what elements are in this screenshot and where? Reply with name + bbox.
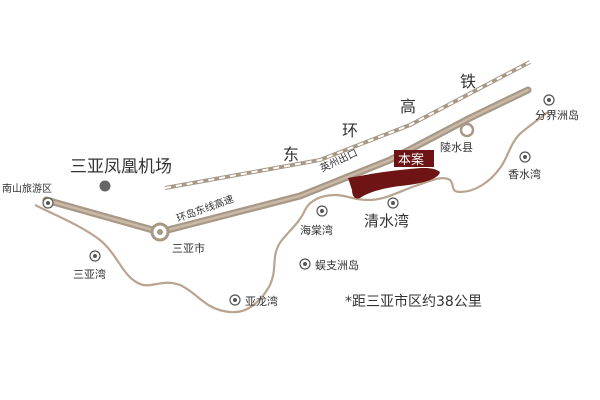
sanya-city-label: 三亚市: [172, 241, 205, 255]
railway-char-1: 东: [283, 145, 299, 164]
project-label: 本案: [398, 153, 424, 168]
yalong-bay-marker: [229, 294, 241, 306]
airport-marker: [99, 180, 111, 192]
highway-inner: [44, 88, 530, 234]
lingshui-label: 陵水县: [440, 141, 473, 154]
sanya-bay-label: 三亚湾: [73, 267, 106, 281]
xiangshui-bay-label: 香水湾: [508, 167, 541, 181]
xiangshui-bay-marker: [519, 151, 531, 163]
coastline: [34, 111, 549, 314]
project-area: [348, 168, 440, 199]
distance-note: *距三亚市区约38公里: [345, 293, 482, 310]
fenjiezhou-marker: [543, 94, 555, 106]
railway-char-2: 环: [342, 121, 358, 140]
haitang-bay-label: 海棠湾: [300, 223, 333, 237]
haitang-bay-marker: [316, 205, 328, 217]
railway-dashes: [164, 61, 531, 189]
railway-char-3: 高: [400, 97, 416, 116]
wuzhizhou-label: 蜈支洲岛: [315, 258, 359, 272]
lingshui-marker: [459, 122, 475, 138]
nanshan-marker: [42, 197, 54, 209]
qingshui-bay-label: 清水湾: [364, 212, 409, 230]
project-label-bg: [394, 150, 434, 167]
yalong-bay-label: 亚龙湾: [245, 294, 278, 308]
qingshui-bay-marker: [387, 197, 399, 209]
airport-label: 三亚凤凰机场: [70, 157, 172, 177]
railway-char-4: 铁: [460, 72, 476, 91]
fenjiezhou-label: 分界洲岛: [535, 108, 579, 122]
sanya-bay-marker: [89, 250, 101, 262]
nanshan-label: 南山旅游区: [2, 182, 52, 195]
wuzhizhou-marker: [299, 258, 311, 270]
